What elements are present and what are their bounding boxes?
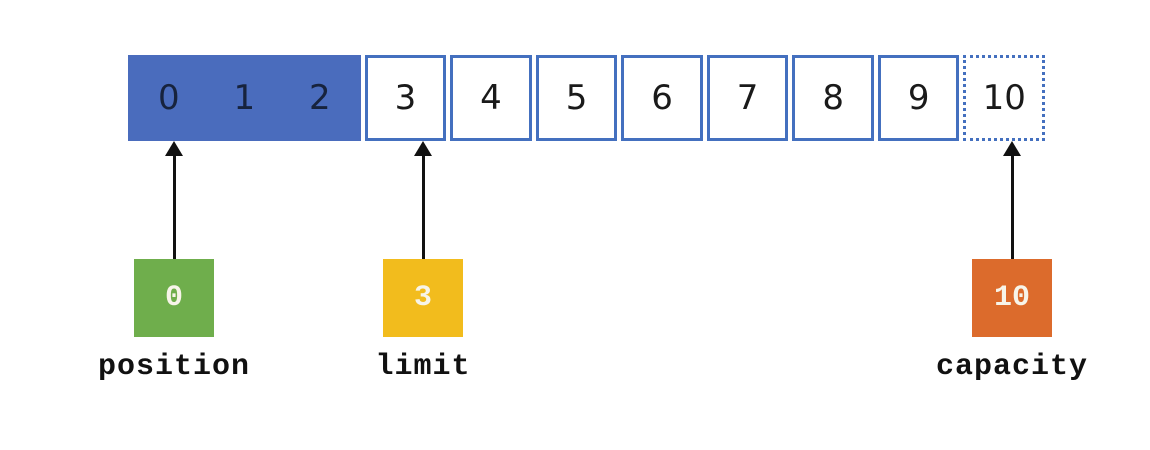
limit-value-box: 3 bbox=[383, 259, 463, 337]
position-arrow-icon bbox=[165, 141, 183, 260]
cell-2: 2 bbox=[309, 78, 331, 118]
cell-6: 6 bbox=[621, 55, 703, 141]
arrow-shaft bbox=[172, 156, 176, 260]
cell-1: 1 bbox=[233, 78, 256, 118]
arrowhead-up-icon bbox=[1003, 141, 1021, 156]
buffer-bar: 0 1 2 3 4 5 6 7 8 9 10 bbox=[128, 55, 1046, 141]
arrowhead-up-icon bbox=[165, 141, 183, 156]
capacity-value: 10 bbox=[993, 281, 1030, 315]
arrow-shaft bbox=[1010, 156, 1014, 260]
cell-9: 9 bbox=[877, 55, 960, 141]
position-value: 0 bbox=[164, 281, 183, 315]
cell-5: 5 bbox=[535, 55, 618, 141]
arrowhead-up-icon bbox=[414, 141, 432, 156]
position-value-box: 0 bbox=[134, 259, 214, 337]
position-label: position bbox=[97, 350, 251, 384]
cell-3: 3 bbox=[364, 55, 447, 141]
capacity-value-box: 10 bbox=[972, 259, 1052, 337]
cell-10: 10 bbox=[963, 55, 1046, 141]
cell-8: 8 bbox=[792, 55, 874, 141]
cell-4: 4 bbox=[450, 55, 532, 141]
limit-value: 3 bbox=[413, 281, 432, 315]
arrow-shaft bbox=[421, 156, 425, 260]
cell-7: 7 bbox=[706, 55, 789, 141]
filled-region: 0 1 2 bbox=[128, 55, 361, 141]
cell-0: 0 bbox=[157, 78, 180, 118]
capacity-arrow-icon bbox=[1003, 141, 1021, 260]
limit-arrow-icon bbox=[414, 141, 432, 260]
limit-label: limit bbox=[375, 350, 471, 384]
capacity-label: capacity bbox=[935, 350, 1089, 384]
